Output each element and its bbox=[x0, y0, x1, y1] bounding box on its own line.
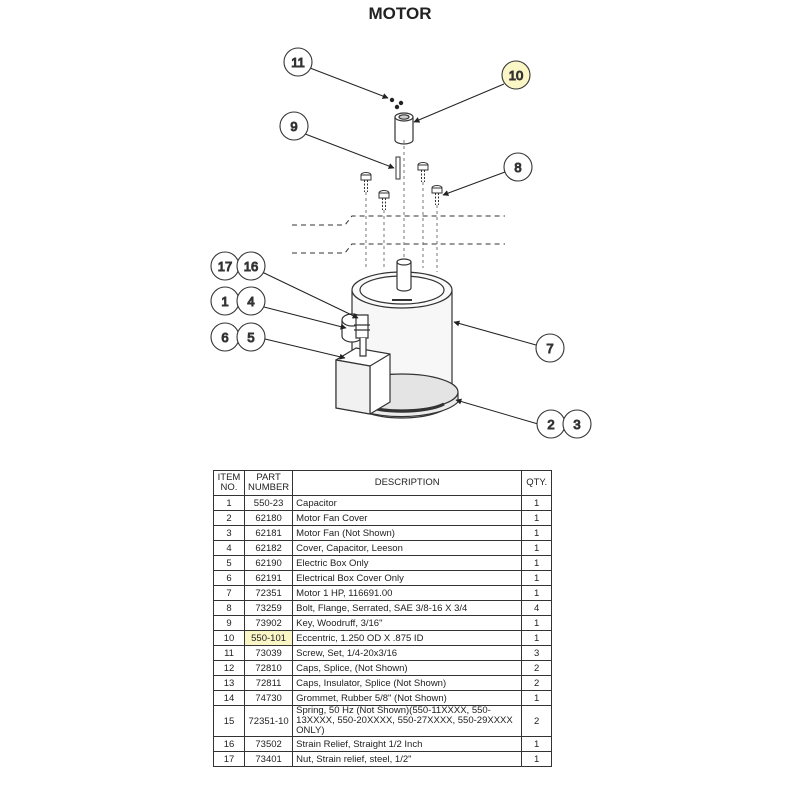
set-screws bbox=[389, 97, 404, 110]
callout-2: 2 bbox=[536, 409, 566, 439]
svg-text:11: 11 bbox=[291, 55, 305, 70]
callout-4: 4 bbox=[236, 286, 266, 316]
svg-text:6: 6 bbox=[221, 330, 228, 345]
callout-8: 8 bbox=[503, 152, 533, 182]
callout-9: 9 bbox=[279, 111, 309, 141]
callout-3: 3 bbox=[562, 409, 592, 439]
callout-bubbles: 11 10 9 8 17 16 1 4 6 5 7 2 3 bbox=[210, 47, 592, 439]
page-title: MOTOR bbox=[368, 4, 432, 23]
callout-7: 7 bbox=[535, 333, 565, 363]
callout-17: 17 bbox=[210, 251, 240, 281]
callout-16: 16 bbox=[236, 251, 266, 281]
header-part-number: PART NUMBER bbox=[243, 470, 294, 496]
svg-text:17: 17 bbox=[218, 259, 232, 274]
leader-lines bbox=[261, 67, 539, 425]
svg-text:4: 4 bbox=[247, 294, 254, 309]
svg-text:7: 7 bbox=[546, 341, 553, 356]
svg-text:5: 5 bbox=[247, 330, 254, 345]
callout-11: 11 bbox=[283, 47, 313, 77]
callout-5: 5 bbox=[236, 322, 266, 352]
table-header-row: ITEM NO. PART NUMBER DESCRIPTION QTY. bbox=[213, 470, 553, 496]
svg-text:10: 10 bbox=[509, 68, 523, 83]
callout-10: 10 bbox=[501, 60, 531, 90]
header-qty: QTY. bbox=[521, 470, 553, 496]
strain-relief bbox=[354, 314, 370, 357]
svg-text:1: 1 bbox=[221, 294, 228, 309]
mounting-plate-outline bbox=[292, 215, 505, 254]
svg-text:3: 3 bbox=[573, 417, 580, 432]
electric-box bbox=[335, 347, 391, 415]
eccentric-part bbox=[394, 112, 414, 145]
motor-shaft bbox=[396, 258, 412, 292]
svg-text:9: 9 bbox=[290, 119, 297, 134]
callout-1: 1 bbox=[210, 286, 240, 316]
header-description: DESCRIPTION bbox=[292, 470, 523, 496]
svg-text:2: 2 bbox=[547, 417, 554, 432]
svg-text:16: 16 bbox=[244, 259, 258, 274]
callout-6: 6 bbox=[210, 322, 240, 352]
flange-bolts bbox=[360, 162, 443, 210]
highlighted-part-number: 550-101 bbox=[243, 630, 294, 646]
svg-text:8: 8 bbox=[514, 160, 521, 175]
woodruff-key bbox=[395, 156, 401, 180]
header-item-no: ITEM NO. bbox=[213, 470, 245, 496]
exploded-diagram: 11 10 9 8 17 16 1 4 6 5 7 2 3 bbox=[210, 47, 592, 439]
